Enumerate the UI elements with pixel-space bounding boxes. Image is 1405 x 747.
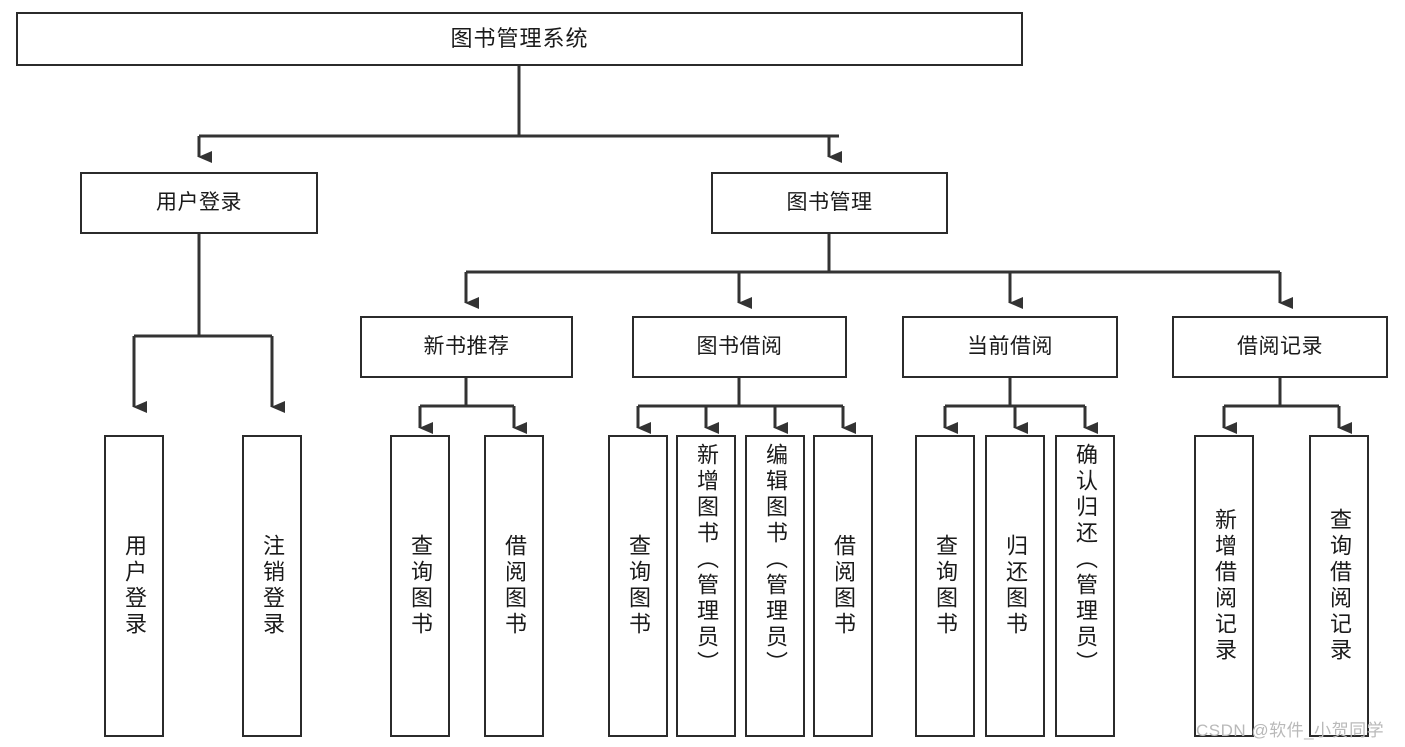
leaf-borrow-record-add-record[interactable]: 新增借阅记录 [1194,435,1254,737]
leaf-current-borrow-query-book[interactable]: 查询图书 [915,435,975,737]
node-book-borrow[interactable]: 图书借阅 [632,316,847,378]
leaf-current-borrow-return-book[interactable]: 归还图书 [985,435,1045,737]
leaf-book-borrow-add-book-admin[interactable]: 新增图书（管理员） [676,435,736,737]
leaf-borrow-record-query-record[interactable]: 查询借阅记录 [1309,435,1369,737]
node-label: 新增借阅记录 [1212,508,1237,664]
node-label: 查询图书 [408,534,433,638]
leaf-user-login-logout[interactable]: 注销登录 [242,435,302,737]
node-borrow-record[interactable]: 借阅记录 [1172,316,1388,378]
node-current-borrow[interactable]: 当前借阅 [902,316,1118,378]
node-new-book-recommend[interactable]: 新书推荐 [360,316,573,378]
node-label: 当前借阅 [967,334,1053,358]
node-label: 用户登录 [156,190,242,214]
leaf-book-borrow-query-book[interactable]: 查询图书 [608,435,668,737]
node-label: 查询图书 [626,534,651,638]
leaf-current-borrow-confirm-return-admin[interactable]: 确认归还（管理员） [1055,435,1115,737]
leaf-user-login-login[interactable]: 用户登录 [104,435,164,737]
leaf-book-borrow-borrow-book[interactable]: 借阅图书 [813,435,873,737]
node-label: 注销登录 [260,534,285,638]
csdn-watermark: CSDN @软件_小贺同学 [1196,721,1385,740]
node-label: 归还图书 [1003,534,1028,638]
node-label: 查询借阅记录 [1327,508,1352,664]
node-root-system[interactable]: 图书管理系统 [16,12,1023,66]
leaf-new-book-query-book[interactable]: 查询图书 [390,435,450,737]
leaf-book-borrow-edit-book-admin[interactable]: 编辑图书（管理员） [745,435,805,737]
node-label: 新书推荐 [423,334,510,358]
node-label: 图书借阅 [696,334,783,358]
node-label: 借阅图书 [831,534,856,638]
node-label: 图书管理 [786,190,873,214]
node-label: 图书管理系统 [450,26,589,52]
node-book-management[interactable]: 图书管理 [711,172,948,234]
node-label: 查询图书 [933,534,958,638]
node-label: 编辑图书（管理员） [763,443,788,677]
node-label: 确认归还（管理员） [1073,443,1098,677]
node-label: 借阅图书 [502,534,527,638]
leaf-new-book-borrow-book[interactable]: 借阅图书 [484,435,544,737]
node-label: 用户登录 [122,534,147,638]
node-user-login[interactable]: 用户登录 [80,172,318,234]
node-label: 新增图书（管理员） [694,443,719,677]
node-label: 借阅记录 [1237,334,1323,358]
